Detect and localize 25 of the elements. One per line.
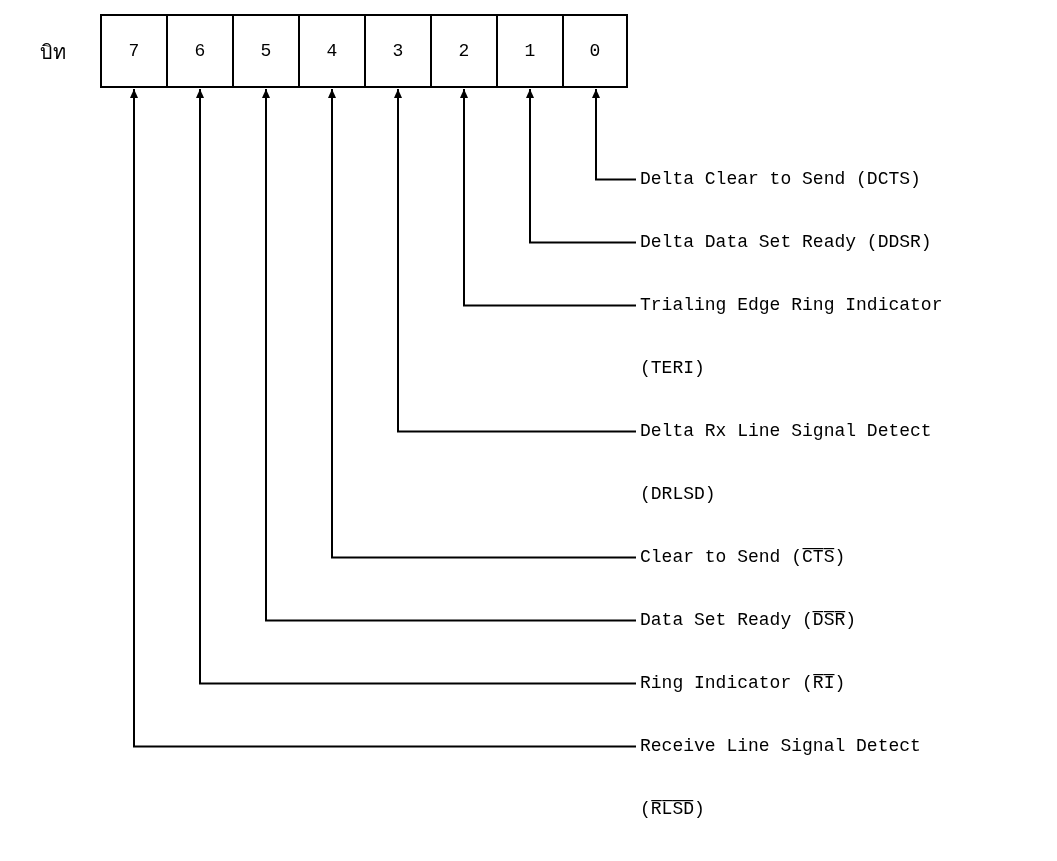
bit-description: Delta Rx Line Signal Detect (DRLSD) <box>640 400 980 526</box>
bit-description: Data Set Ready (D̅S̅R̅) <box>640 589 980 652</box>
arrow <box>196 88 637 685</box>
bit-cell: 2 <box>430 14 498 88</box>
bit-cell: 0 <box>562 14 628 88</box>
bit-description: Ring Indicator (R̅I̅) <box>640 652 980 715</box>
bit-description: Clear to Send (C̅T̅S̅) <box>640 526 980 589</box>
arrow <box>328 88 637 559</box>
bit-description: Delta Data Set Ready (DDSR) <box>640 211 980 274</box>
register-label: บิท <box>40 39 66 66</box>
arrow <box>262 88 637 622</box>
arrow <box>394 88 637 433</box>
bit-cell: 3 <box>364 14 432 88</box>
bit-cell: 4 <box>298 14 366 88</box>
bit-description: Trialing Edge Ring Indicator (TERI) <box>640 274 980 400</box>
bit-description: Receive Line Signal Detect (R̅L̅S̅D̅) <box>640 715 980 841</box>
bit-cell: 6 <box>166 14 234 88</box>
arrow <box>460 88 637 307</box>
arrow <box>526 88 637 244</box>
arrow <box>592 88 637 181</box>
arrow <box>130 88 637 748</box>
bit-description: Delta Clear to Send (DCTS) <box>640 148 980 211</box>
bit-cell: 7 <box>100 14 168 88</box>
bit-cell: 5 <box>232 14 300 88</box>
bit-cell: 1 <box>496 14 564 88</box>
